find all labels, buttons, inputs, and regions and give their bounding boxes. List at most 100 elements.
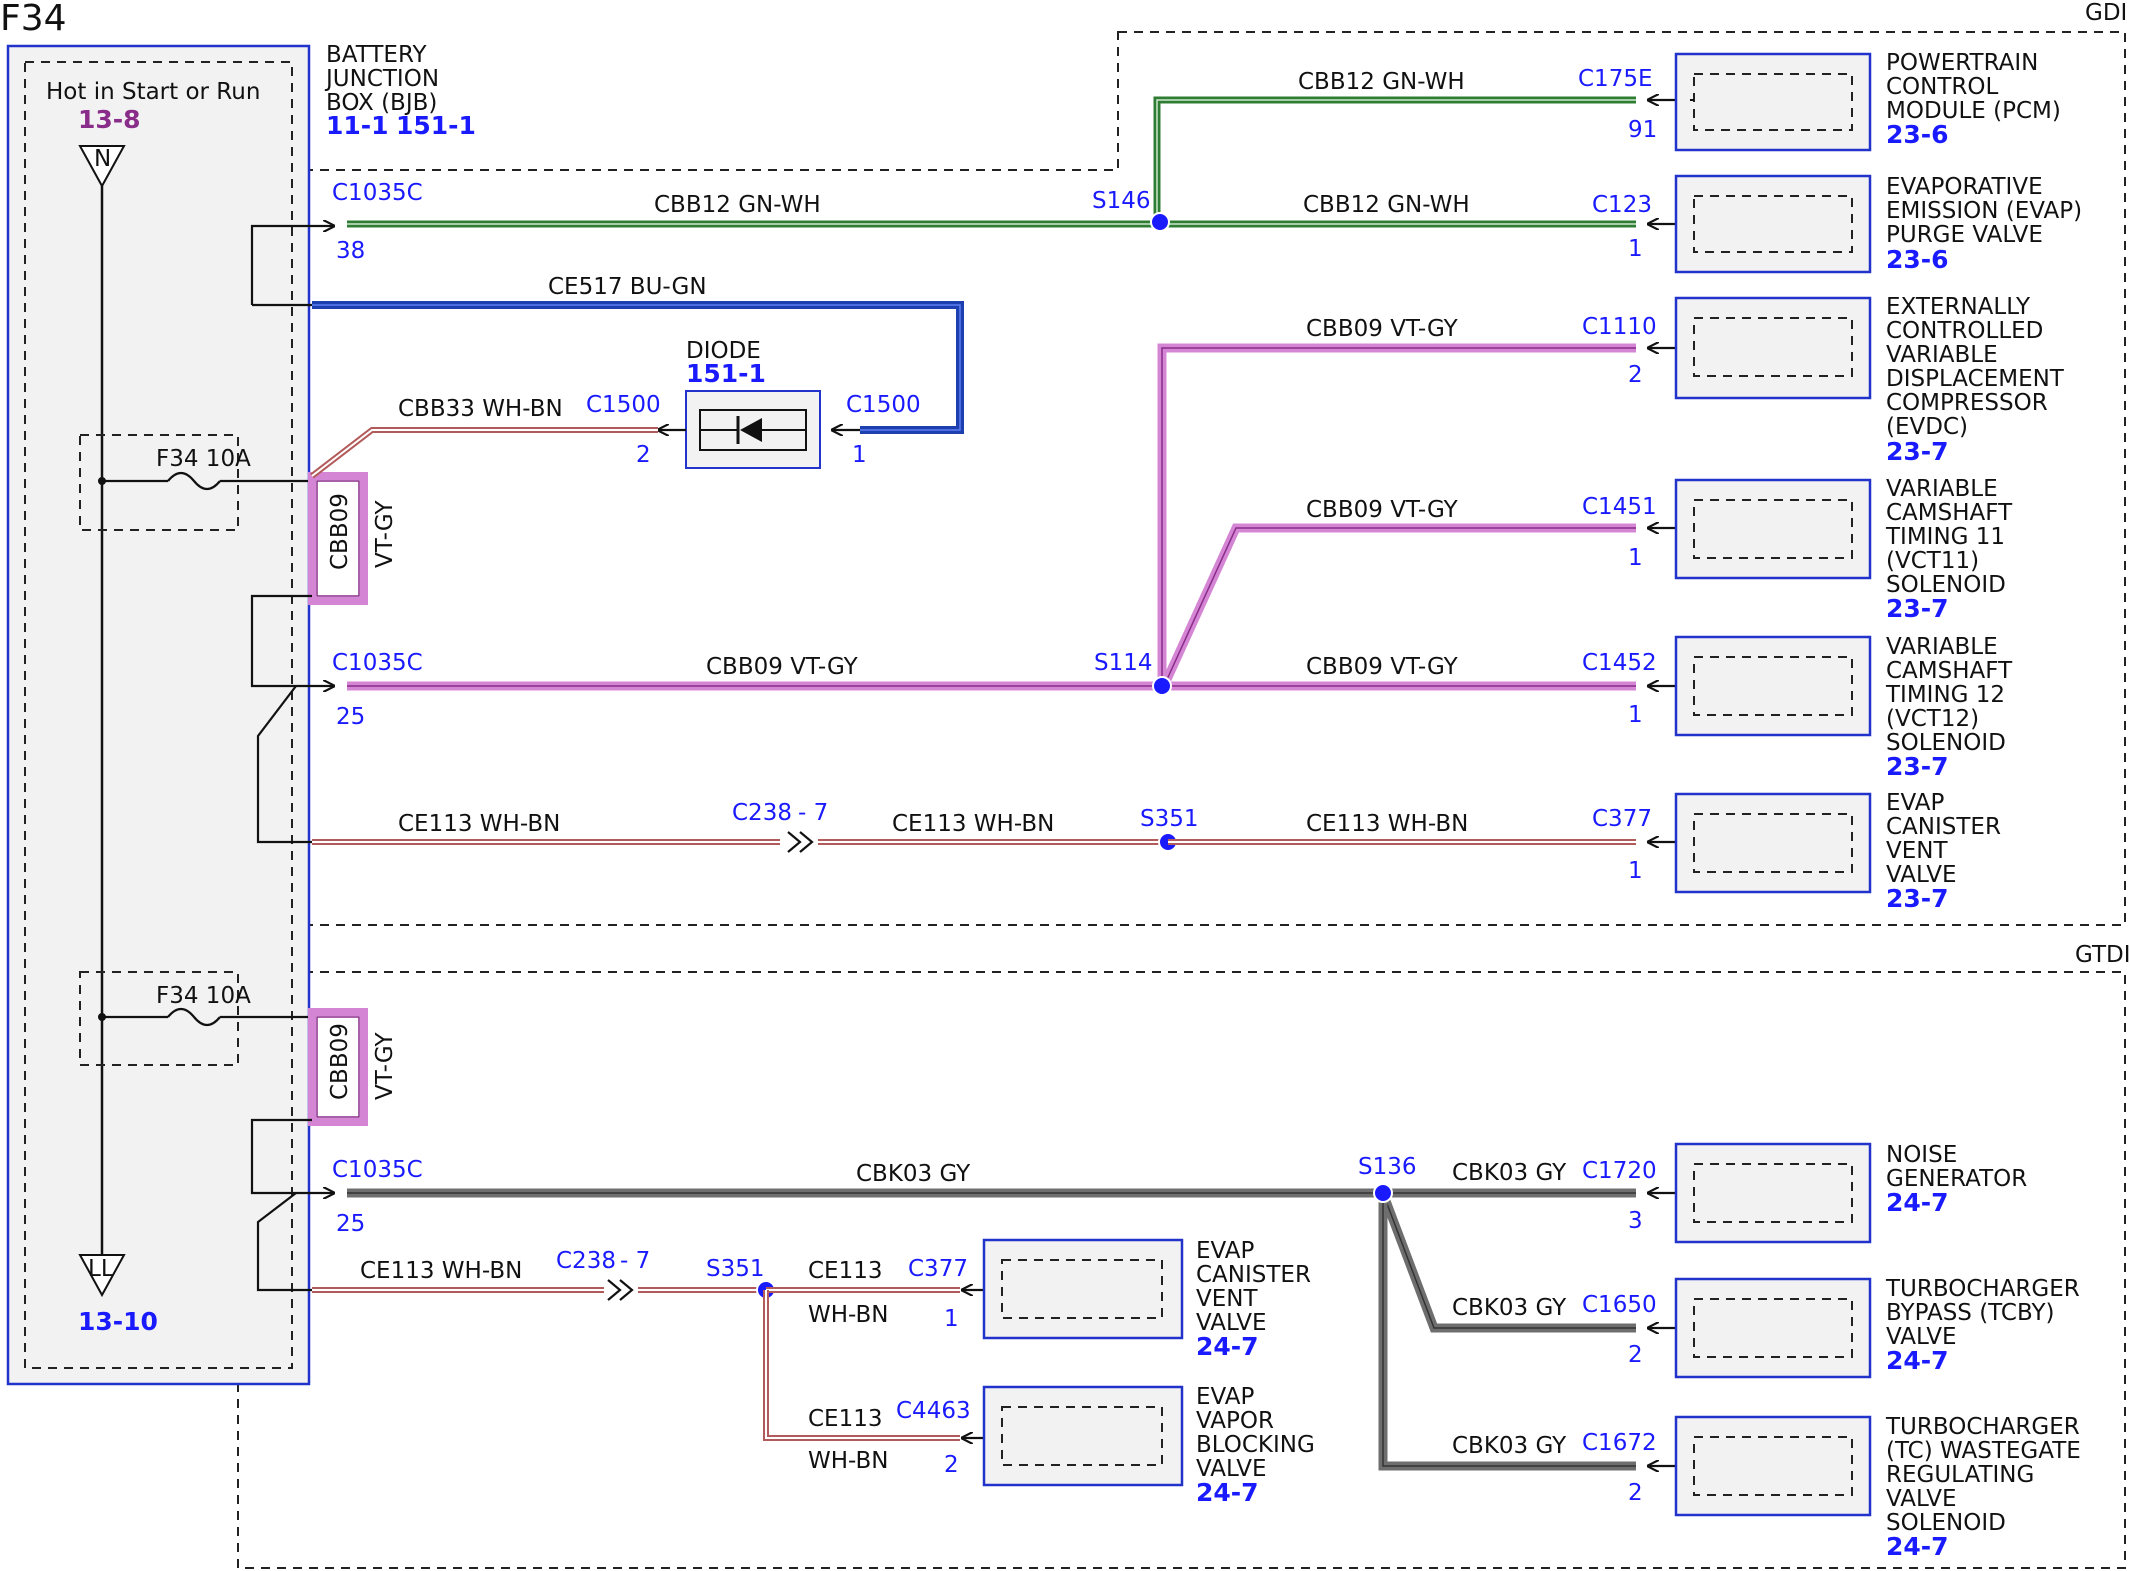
- cbb09-stub-top-label: CBB09: [327, 493, 353, 570]
- splice-s114-label: S114: [1094, 650, 1153, 676]
- fuse-top-label: F34 10A: [156, 446, 251, 472]
- svg-text:23-7: 23-7: [1886, 437, 1949, 466]
- svg-text:GENERATOR: GENERATOR: [1886, 1166, 2027, 1192]
- cbb09-stub-bottom-color: VT-GY: [372, 1032, 398, 1100]
- c1035c-top-label: C1035C: [332, 180, 423, 206]
- component-tcby-valve[interactable]: TURBOCHARGER BYPASS (TCBY) VALVE 24-7: [1674, 1276, 2080, 1379]
- c1650-label: C1650: [1582, 1292, 1657, 1318]
- c238-gtdi-label: C238: [556, 1248, 616, 1274]
- component-vct11[interactable]: VARIABLE CAMSHAFT TIMING 11 (VCT11) SOLE…: [1674, 476, 2013, 623]
- splice-s351-gtdi-label: S351: [706, 1256, 765, 1282]
- wire-cbk03-c-core: [1382, 1193, 1636, 1467]
- svg-text:VALVE: VALVE: [1196, 1456, 1267, 1482]
- wire-ce113-gtdi-a-label: CE113 WH-BN: [360, 1258, 522, 1284]
- svg-text:COMPRESSOR: COMPRESSOR: [1886, 390, 2048, 416]
- svg-text:CONTROLLED: CONTROLLED: [1886, 318, 2043, 344]
- fuse-bottom-label: F34 10A: [156, 983, 251, 1009]
- c175e-label: C175E: [1578, 66, 1653, 92]
- svg-text:EXTERNALLY: EXTERNALLY: [1886, 294, 2031, 320]
- component-pcm[interactable]: POWERTRAIN CONTROL MODULE (PCM) 23-6: [1674, 50, 2061, 152]
- svg-text:24-7: 24-7: [1196, 1478, 1259, 1507]
- component-vct12[interactable]: VARIABLE CAMSHAFT TIMING 12 (VCT12) SOLE…: [1674, 634, 2013, 781]
- svg-text:TIMING 11: TIMING 11: [1885, 524, 2005, 550]
- c238-gdi-icon: [787, 831, 814, 853]
- svg-text:VAPOR: VAPOR: [1196, 1408, 1274, 1434]
- region-label-gdi: GDI: [2085, 0, 2127, 26]
- svg-text:CANISTER: CANISTER: [1196, 1262, 1311, 1288]
- svg-text:EMISSION (EVAP): EMISSION (EVAP): [1886, 198, 2082, 224]
- wire-cbb09-c1110-core: [1161, 347, 1636, 686]
- c1035c-gtdi-pin: 25: [336, 1211, 365, 1237]
- ce113-gdi-bracket: [256, 685, 312, 844]
- svg-text:VENT: VENT: [1196, 1286, 1258, 1312]
- svg-text:(TC) WASTEGATE: (TC) WASTEGATE: [1886, 1438, 2081, 1464]
- c238-gtdi-pin: - 7: [620, 1248, 650, 1274]
- svg-text:TURBOCHARGER: TURBOCHARGER: [1885, 1276, 2080, 1302]
- wire-cbb12-up-label: CBB12 GN-WH: [1298, 69, 1465, 95]
- component-evap-purge-valve[interactable]: EVAPORATIVE EMISSION (EVAP) PURGE VALVE …: [1674, 174, 2082, 274]
- svg-text:CAMSHAFT: CAMSHAFT: [1886, 500, 2013, 526]
- terminal-n-label: N: [94, 146, 111, 172]
- bjb-frame: [6, 44, 311, 1386]
- component-evap-canister-vent-valve-gdi[interactable]: EVAP CANISTER VENT VALVE 23-7: [1674, 790, 2001, 913]
- diode-ref[interactable]: 151-1: [686, 359, 766, 388]
- bjb-ref-2[interactable]: 151-1: [396, 111, 476, 140]
- fuse-box-bottom: [79, 971, 239, 1066]
- c1650-pin: 2: [1628, 1342, 1643, 1368]
- component-evdc[interactable]: EXTERNALLY CONTROLLED VARIABLE DISPLACEM…: [1674, 294, 2065, 466]
- terminal-ll-icon: [78, 1254, 126, 1298]
- svg-text:VALVE: VALVE: [1196, 1310, 1267, 1336]
- c1672-pin: 2: [1628, 1480, 1643, 1506]
- svg-text:TURBOCHARGER: TURBOCHARGER: [1885, 1414, 2080, 1440]
- c1500-left-pin: 2: [636, 442, 651, 468]
- splice-s136[interactable]: [1373, 1183, 1393, 1203]
- wire-cbb09-c1110-label: CBB09 VT-GY: [1306, 316, 1459, 342]
- bottom-ref[interactable]: 13-10: [78, 1307, 158, 1336]
- c377-gtdi-pin: 1: [944, 1306, 959, 1332]
- splice-s114[interactable]: [1152, 676, 1172, 696]
- svg-text:(VCT12): (VCT12): [1886, 706, 1979, 732]
- c123-pin: 1: [1628, 236, 1643, 262]
- bjb-title-2: JUNCTION: [324, 66, 439, 92]
- hot-label: Hot in Start or Run: [46, 79, 260, 105]
- wire-ce113-gtdi-c-label1: CE113: [808, 1406, 883, 1432]
- wire-cbb09-left-label: CBB09 VT-GY: [706, 654, 859, 680]
- c238-gdi-pin: - 7: [798, 800, 828, 826]
- c1035c-gtdi-bracket: [250, 1118, 334, 1193]
- region-label-gtdi: GTDI: [2075, 942, 2130, 968]
- wire-ce113-gdi-a-label: CE113 WH-BN: [398, 811, 560, 837]
- cbb09-stub-top-inner: [316, 480, 360, 597]
- c4463-label: C4463: [896, 1398, 971, 1424]
- page-title: F34: [0, 0, 67, 39]
- wire-ce113-gtdi-c-label2: WH-BN: [808, 1448, 889, 1474]
- c1500-right-pin: 1: [852, 442, 867, 468]
- c1451-label: C1451: [1582, 494, 1657, 520]
- svg-text:EVAPORATIVE: EVAPORATIVE: [1886, 174, 2043, 200]
- fuse-bottom-node: [98, 1013, 106, 1021]
- svg-text:VALVE: VALVE: [1886, 1486, 1957, 1512]
- svg-text:REGULATING: REGULATING: [1886, 1462, 2034, 1488]
- c1452-label: C1452: [1582, 650, 1657, 676]
- bjb-inner: [24, 61, 293, 1369]
- bjb-ref-1[interactable]: 11-1: [326, 111, 389, 140]
- svg-text:VENT: VENT: [1886, 838, 1948, 864]
- svg-text:23-6: 23-6: [1886, 120, 1949, 149]
- fuse-top-node: [98, 477, 106, 485]
- wire-cbk03-main-label: CBK03 GY: [856, 1161, 971, 1187]
- bjb-title-3: BOX (BJB): [326, 90, 437, 116]
- splice-s146[interactable]: [1150, 212, 1170, 232]
- svg-text:CONTROL: CONTROL: [1886, 74, 1999, 100]
- component-evap-canister-vent-valve-gtdi[interactable]: EVAP CANISTER VENT VALVE 24-7: [982, 1238, 1311, 1361]
- wire-ce113-gtdi-b-label2: WH-BN: [808, 1302, 889, 1328]
- wire-cbk03-b-core: [1382, 1192, 1636, 1329]
- component-noise-generator[interactable]: NOISE GENERATOR 24-7: [1674, 1142, 2027, 1244]
- ce113-gtdi-bracket: [256, 1192, 312, 1292]
- c1035c-top-bracket: [250, 226, 334, 305]
- c4463-pin: 2: [944, 1452, 959, 1478]
- hot-ref[interactable]: 13-8: [78, 105, 141, 134]
- component-tc-wastegate-solenoid[interactable]: TURBOCHARGER (TC) WASTEGATE REGULATING V…: [1674, 1414, 2081, 1561]
- c238-gdi-label: C238: [732, 800, 792, 826]
- splice-s146-label: S146: [1092, 188, 1151, 214]
- svg-text:(VCT11): (VCT11): [1886, 548, 1979, 574]
- component-evap-vapor-blocking-valve[interactable]: EVAP VAPOR BLOCKING VALVE 24-7: [982, 1384, 1315, 1507]
